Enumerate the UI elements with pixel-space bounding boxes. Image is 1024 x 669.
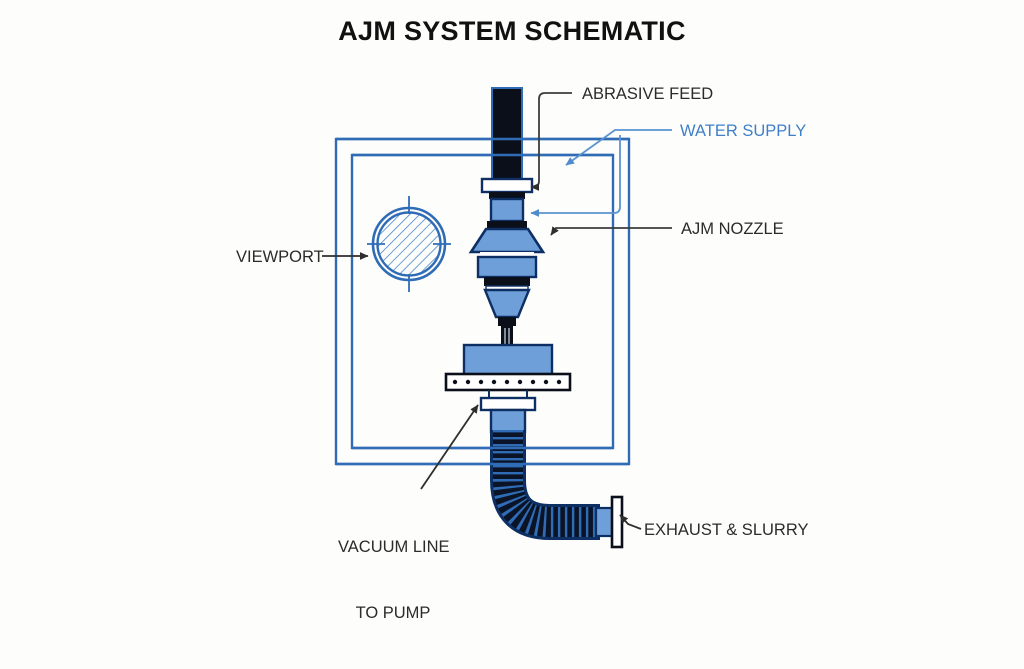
vacuum-neck-body	[489, 408, 527, 434]
ajm-nozzle	[468, 177, 546, 350]
label-vacuum-line-row1: VACUUM LINE	[338, 537, 450, 556]
leader-water-supply-lower	[530, 135, 621, 217]
schematic-canvas: AJM SYSTEM SCHEMATIC	[236, 16, 809, 622]
nozzle-cone	[483, 288, 531, 319]
chamber-bottom-wall-overlay	[336, 446, 629, 466]
exhaust-end-flange	[610, 495, 624, 549]
vacuum-neck-flange	[479, 396, 537, 412]
flexible-hose	[490, 430, 600, 540]
abrasive-feed-pipe	[491, 87, 523, 182]
leader-vacuum-line	[420, 404, 479, 490]
viewport-glass	[376, 211, 442, 277]
leader-lines	[322, 92, 672, 530]
vacuum-neck	[479, 390, 537, 434]
page-title: AJM SYSTEM SCHEMATIC	[338, 16, 686, 46]
label-vacuum-line-row2: TO PUMP	[355, 604, 431, 623]
leader-abrasive-feed	[530, 92, 572, 191]
label-viewport: VIEWPORT	[236, 248, 324, 266]
leader-ajm-nozzle	[550, 226, 672, 236]
label-ajm-nozzle: AJM NOZZLE	[681, 220, 784, 238]
nozzle-collar	[480, 177, 534, 194]
label-exhaust-slurry: EXHAUST & SLURRY	[644, 521, 809, 539]
chamber-top-wall-overlay	[336, 137, 629, 157]
nozzle-body-trapezoid	[468, 227, 546, 254]
viewport-outer-ring	[371, 206, 447, 282]
workpiece	[462, 343, 554, 377]
nozzle-mixing-block	[489, 197, 525, 223]
ajm-system-schematic-drawing	[322, 87, 672, 549]
perforated-grate	[444, 372, 572, 392]
nozzle-clamp-ring	[476, 255, 538, 279]
leader-exhaust-slurry	[619, 514, 642, 530]
viewport	[367, 196, 451, 292]
label-water-supply: WATER SUPPLY	[680, 122, 807, 140]
label-abrasive-feed: ABRASIVE FEED	[582, 85, 714, 103]
hose-corrugation-ribs	[493, 430, 600, 537]
leader-water-supply-upper	[565, 129, 672, 166]
grate-perforations	[452, 379, 562, 385]
label-vacuum-line: VACUUM LINE TO PUMP	[338, 491, 450, 669]
